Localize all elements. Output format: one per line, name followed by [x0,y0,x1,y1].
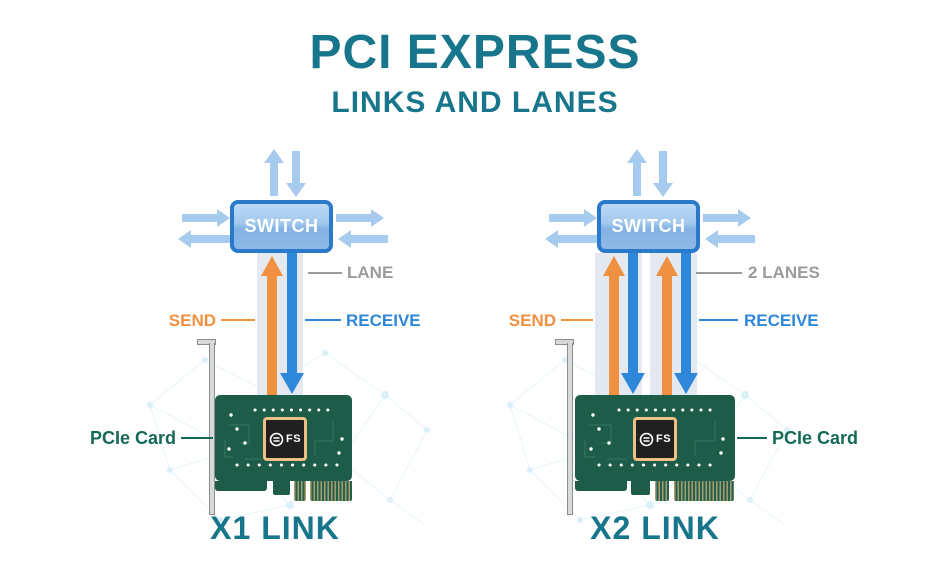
send-arrow-icon [261,256,283,395]
chip: FS [263,417,307,461]
card-bracket [555,339,574,345]
page-subtitle: LINKS AND LANES [331,86,619,119]
edge-connector [310,481,352,501]
card-pointer-line [737,437,767,439]
up-arrow-icon [627,149,647,196]
card-bracket [567,343,573,515]
receive-pointer-line [305,319,341,321]
receive-arrow-icon [280,253,304,394]
card-circuit-decoration [224,408,344,467]
receive-pointer-line [699,319,738,321]
send-label: SEND [508,311,556,330]
chip-label: FS [655,433,672,445]
left-arrow-icon [338,230,388,248]
edge-connector [655,481,669,501]
card-bracket [197,339,216,345]
card-bottom-step [575,481,627,491]
card-bottom-tab [631,481,650,495]
send-pointer-line [221,319,255,321]
receive-label: RECEIVE [346,311,421,330]
send-pointer-line [561,319,593,321]
card-label: PCIe Card [772,428,859,448]
card-bracket [209,343,215,515]
pcie-card: FS [575,395,735,481]
pcie-card: FS [215,395,352,481]
left-arrow-icon [178,230,231,248]
send-label: SEND [168,311,216,330]
right-arrow-icon [182,209,230,227]
card-pointer-line [181,437,213,439]
right-arrow-icon [549,209,597,227]
switch-label: SWITCH [244,216,319,236]
lane-pointer-line [696,272,742,274]
receive-label: RECEIVE [744,311,819,330]
switch-box: SWITCH [230,200,333,253]
switch-box: SWITCH [597,200,700,253]
left-arrow-icon [705,230,755,248]
lane-label: LANE [347,263,394,282]
edge-connector [294,481,306,501]
link-label: X1 LINK [210,510,340,546]
down-arrow-icon [653,151,673,197]
fs-logo-icon [269,432,284,446]
fs-logo-icon [639,432,654,446]
card-bottom-tab [273,481,290,495]
left-arrow-icon [545,230,598,248]
lane-pointer-line [308,272,342,274]
card-bottom-step [215,481,267,491]
up-arrow-icon [264,149,284,196]
card-label: PCIe Card [89,428,176,448]
page-title: PCI EXPRESS [309,26,641,79]
switch-label: SWITCH [611,216,686,236]
down-arrow-icon [286,151,306,197]
chip: FS [633,417,677,461]
receive-arrow-icon [674,253,698,394]
lane-label: 2 LANES [748,263,820,282]
edge-connector [674,481,734,501]
send-arrow-icon [656,256,678,395]
chip-label: FS [285,433,302,445]
receive-arrow-icon [621,253,645,394]
right-arrow-icon [336,209,384,227]
link-label: X2 LINK [590,510,720,546]
send-arrow-icon [603,256,625,395]
right-arrow-icon [703,209,751,227]
card-circuit-decoration [584,408,725,467]
